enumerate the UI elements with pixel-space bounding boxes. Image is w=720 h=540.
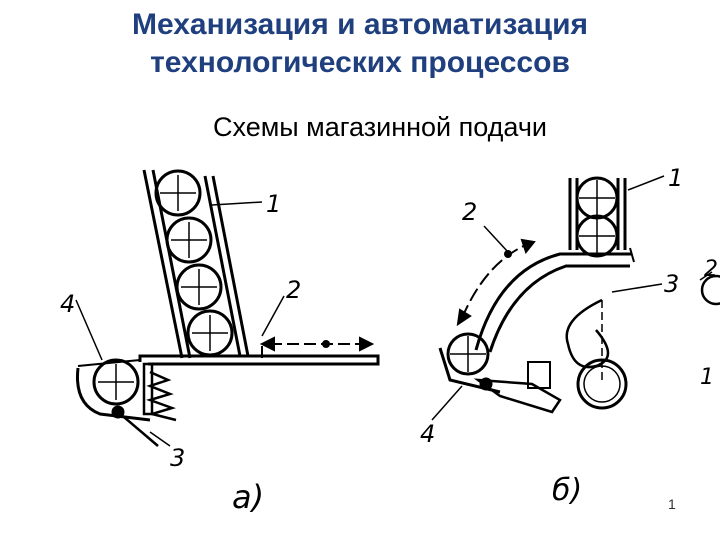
slide-subtitle: Схемы магазинной подачи xyxy=(213,112,547,142)
diagram-a-slide-plate xyxy=(138,346,380,366)
cropped-label-1: 1 xyxy=(700,365,714,390)
diagram-a-caption: а) xyxy=(232,478,264,516)
diagram-a-receiver xyxy=(75,358,151,422)
diagram-b-label-1: 1 xyxy=(668,164,683,192)
diagram-a-spring xyxy=(142,362,177,422)
diagram-b-label-3: 3 xyxy=(664,270,679,298)
title-line-2: технологических процессов xyxy=(150,46,570,79)
diagram-a-label-1: 1 xyxy=(266,190,281,218)
diagram-b-arc-tray xyxy=(474,247,635,353)
diagram-b-rotation-arrow xyxy=(456,238,536,327)
diagram-b-label-2: 2 xyxy=(462,198,477,226)
cropped-diagram xyxy=(699,271,720,306)
diagram-b-label-4: 4 xyxy=(420,420,435,448)
page-number: 1 xyxy=(668,496,676,512)
diagram-b-leaders xyxy=(431,175,665,421)
diagram-a-label-3: 3 xyxy=(170,444,185,472)
diagram-b-caption: б) xyxy=(552,473,582,508)
diagram-b xyxy=(431,175,665,421)
cropped-label-2: 2 xyxy=(704,257,718,282)
diagram-a-motion-arrow xyxy=(259,336,375,352)
diagram-a xyxy=(75,169,380,447)
diagram-a-lever xyxy=(117,411,159,447)
diagram-a-label-2: 2 xyxy=(286,276,301,304)
slide-title: Механизация и автоматизация технологичес… xyxy=(0,6,720,82)
diagram-b-gripper xyxy=(438,332,562,414)
diagram-b-magazine xyxy=(568,176,627,258)
diagram-a-leaders xyxy=(75,201,285,447)
diagram-a-label-4: 4 xyxy=(60,290,75,318)
diagram-b-spring xyxy=(565,298,610,369)
title-line-1: Механизация и автоматизация xyxy=(131,8,589,41)
diagram-b-output-billet xyxy=(576,300,628,410)
diagram-a-billets xyxy=(154,169,234,357)
